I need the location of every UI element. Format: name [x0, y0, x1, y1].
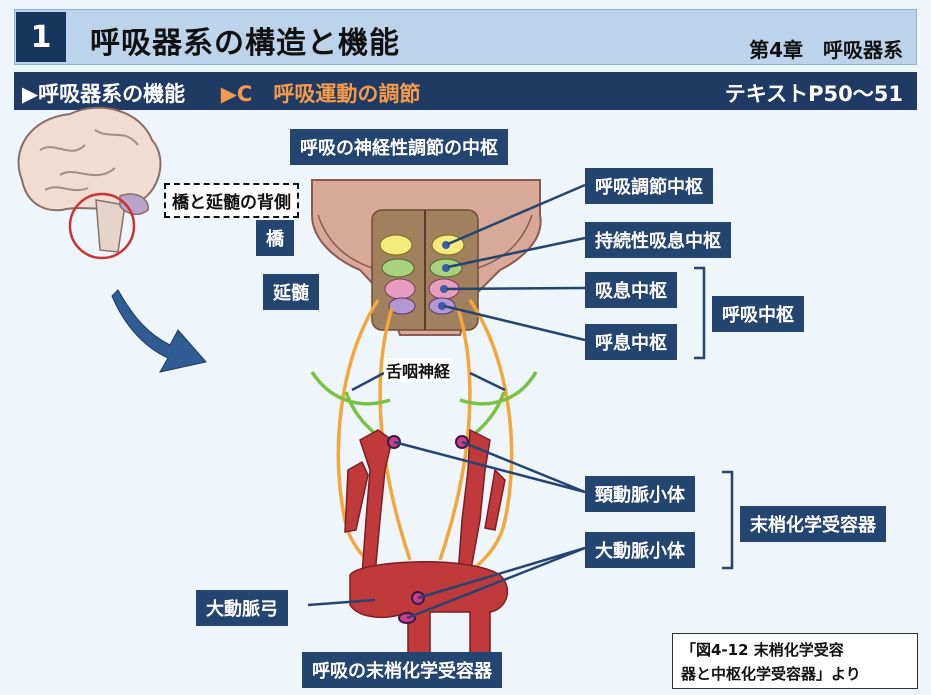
text-page-ref: テキストP50～51 [724, 82, 903, 106]
zoom-arrow-icon [111, 289, 207, 373]
bracket-lines [694, 266, 734, 570]
title-bar [14, 9, 917, 65]
label-pons: 橋 [256, 220, 294, 256]
label-peripheral-chemoreceptor: 末梢化学受容器 [740, 506, 886, 542]
label-glossopharyngeal-nerve: 舌咽神経 [384, 358, 453, 382]
label-carotid-body: 頸動脈小体 [585, 476, 695, 512]
brain-illustration [17, 106, 162, 260]
label-pneumotaxic-center: 呼吸調節中枢 [585, 168, 713, 204]
figure-reference: 「図4-12 末梢化学受容 器と中枢化学受容器」より [672, 633, 918, 689]
chapter-label: 第4章 呼吸器系 [749, 38, 903, 62]
brainstem-illustration [311, 179, 542, 336]
section-prefix: ▶呼吸器系の機能 [22, 82, 186, 106]
label-apneustic-center: 持続性吸息中枢 [585, 222, 731, 258]
label-aortic-arch: 大動脈弓 [196, 590, 288, 626]
label-inspiratory-center: 吸息中枢 [585, 272, 677, 308]
label-medulla: 延髄 [263, 274, 319, 310]
slide-number: 1 [16, 12, 66, 62]
section-current: ▶C 呼吸運動の調節 [220, 82, 421, 106]
reference-line-1: 「図4-12 末梢化学受容 [681, 641, 844, 659]
reference-line-2: 器と中枢化学受容器」より [681, 665, 861, 683]
label-central-title: 呼吸の神経性調節の中枢 [290, 129, 508, 165]
label-pons-medulla-dorsal: 橋と延髄の背側 [164, 183, 299, 218]
section-breadcrumb: ▶呼吸器系の機能 ▶C 呼吸運動の調節 [22, 78, 420, 108]
label-expiratory-center: 呼息中枢 [585, 324, 677, 360]
subheader-bar: ▶呼吸器系の機能 ▶C 呼吸運動の調節 テキストP50～51 [14, 72, 917, 110]
label-respiratory-center: 呼吸中枢 [712, 296, 804, 332]
label-aortic-body: 大動脈小体 [585, 532, 695, 568]
page-title: 呼吸器系の構造と機能 [90, 26, 400, 61]
leader-lines [307, 183, 586, 620]
label-peripheral-title: 呼吸の末梢化学受容器 [302, 652, 502, 688]
